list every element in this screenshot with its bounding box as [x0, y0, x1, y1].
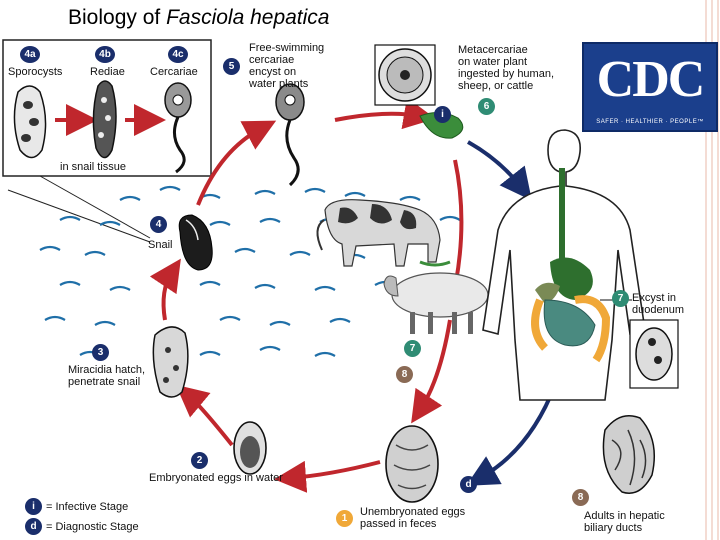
- stage-badge-2: 2: [191, 452, 208, 469]
- sheep-illustration: [383, 272, 489, 334]
- snail-pointer-line: [39, 175, 151, 239]
- stage-badge-5: 5: [223, 58, 240, 75]
- stage-label-6-line2: on water plant: [458, 56, 528, 68]
- cdc-logo: CDC SAFER · HEALTHIER · PEOPLE™: [582, 42, 718, 132]
- cercaria-illustration: [164, 82, 192, 174]
- miracidium-illustration: [152, 326, 189, 398]
- cycle-arrow-miracidia-to-snail: [149, 258, 181, 321]
- stage-label-7-line1: Excyst in: [632, 292, 677, 304]
- stage-label-5-line3: encyst on: [249, 66, 297, 78]
- stage-label-8-line2: biliary ducts: [584, 522, 643, 534]
- cycle-arrow-snail-to-cercariae: [196, 120, 277, 206]
- stage-badge-7: 7: [612, 290, 629, 307]
- stage-badge-7-animals: 7: [404, 340, 421, 357]
- cdc-tagline: SAFER · HEALTHIER · PEOPLE™: [596, 119, 704, 125]
- snail-tissue-label: in snail tissue: [60, 161, 127, 173]
- stage-label-cercariae: Cercariae: [150, 66, 198, 78]
- water-waves: [39, 185, 461, 357]
- rediae-illustration: [92, 80, 117, 159]
- unembryonated-egg-illustration: [385, 425, 439, 503]
- cycle-arrow-animals-to-eggs: [411, 319, 452, 424]
- stage-label-5-line2: cercariae: [249, 54, 295, 66]
- stage-label-1-line1: Unembryonated eggs: [360, 506, 466, 518]
- embryonated-egg-illustration: [233, 421, 267, 475]
- page-title: Biology of Fasciola hepatica: [68, 6, 330, 29]
- stage-badge-8-animals: 8: [396, 366, 413, 383]
- stage-label-sporocysts: Sporocysts: [8, 66, 63, 78]
- stage-label-6-line3: ingested by human,: [458, 68, 555, 80]
- stage-label-rediae: Rediae: [90, 66, 125, 78]
- legend-diagnostic-label: = Diagnostic Stage: [46, 521, 139, 533]
- legend-diagnostic-badge: d: [25, 518, 42, 535]
- diagnostic-marker-1: d: [460, 476, 477, 493]
- infective-marker-6: i: [434, 106, 451, 123]
- stage-label-8-line1: Adults in hepatic: [584, 510, 665, 522]
- human-host-illustration: [482, 129, 646, 401]
- stage-label-3-line1: Miracidia hatch,: [68, 364, 146, 376]
- cycle-arrow-metacercariae-to-host: [467, 140, 532, 201]
- stage-label-2: Embryonated eggs in water: [149, 472, 283, 484]
- stage-label-5-line4: water plants: [249, 78, 309, 90]
- legend-infective-label: = Infective Stage: [46, 501, 129, 513]
- stage-badge-3: 3: [92, 344, 109, 361]
- stage-label-3-line2: penetrate snail: [68, 376, 141, 388]
- snail-illustration: [178, 214, 213, 271]
- stage-label-snail: Snail: [148, 239, 173, 251]
- stage-label-1-line2: passed in feces: [360, 518, 437, 530]
- cdc-logo-text: CDC: [596, 51, 706, 108]
- stage-badge-4a: 4a: [20, 46, 40, 63]
- cycle-arrow-eggs-to-embryonated: [274, 460, 381, 493]
- stage-label-6-line4: sheep, or cattle: [458, 80, 534, 92]
- stage-badge-4: 4: [150, 216, 167, 233]
- stage-label-5-line1: Free-swimming: [249, 42, 325, 54]
- cycle-arrow-cercariae-to-metacercariae: [334, 97, 436, 130]
- species-name: Fasciola hepatica: [166, 6, 330, 29]
- cycle-arrow-embryonated-to-miracidia: [175, 384, 234, 447]
- adult-fluke-illustration: [595, 415, 660, 494]
- sporocyst-illustration: [13, 85, 47, 159]
- stage-badge-1: 1: [336, 510, 353, 527]
- free-cercaria-illustration: [275, 83, 305, 187]
- cow-illustration: [316, 199, 451, 267]
- stage-badge-4b: 4b: [95, 46, 115, 63]
- snail-pointer-line: [7, 189, 151, 243]
- legend-infective-badge: i: [25, 498, 42, 515]
- stage-label-7-line2: duodenum: [632, 304, 684, 316]
- stage-badge-8: 8: [572, 489, 589, 506]
- metacercaria-cyst-illustration: [374, 44, 436, 106]
- excyst-inset-illustration: [600, 299, 679, 389]
- stage-badge-4c: 4c: [168, 46, 188, 63]
- stage-badge-6: 6: [478, 98, 495, 115]
- stage-label-6-line1: Metacercariae: [458, 44, 528, 56]
